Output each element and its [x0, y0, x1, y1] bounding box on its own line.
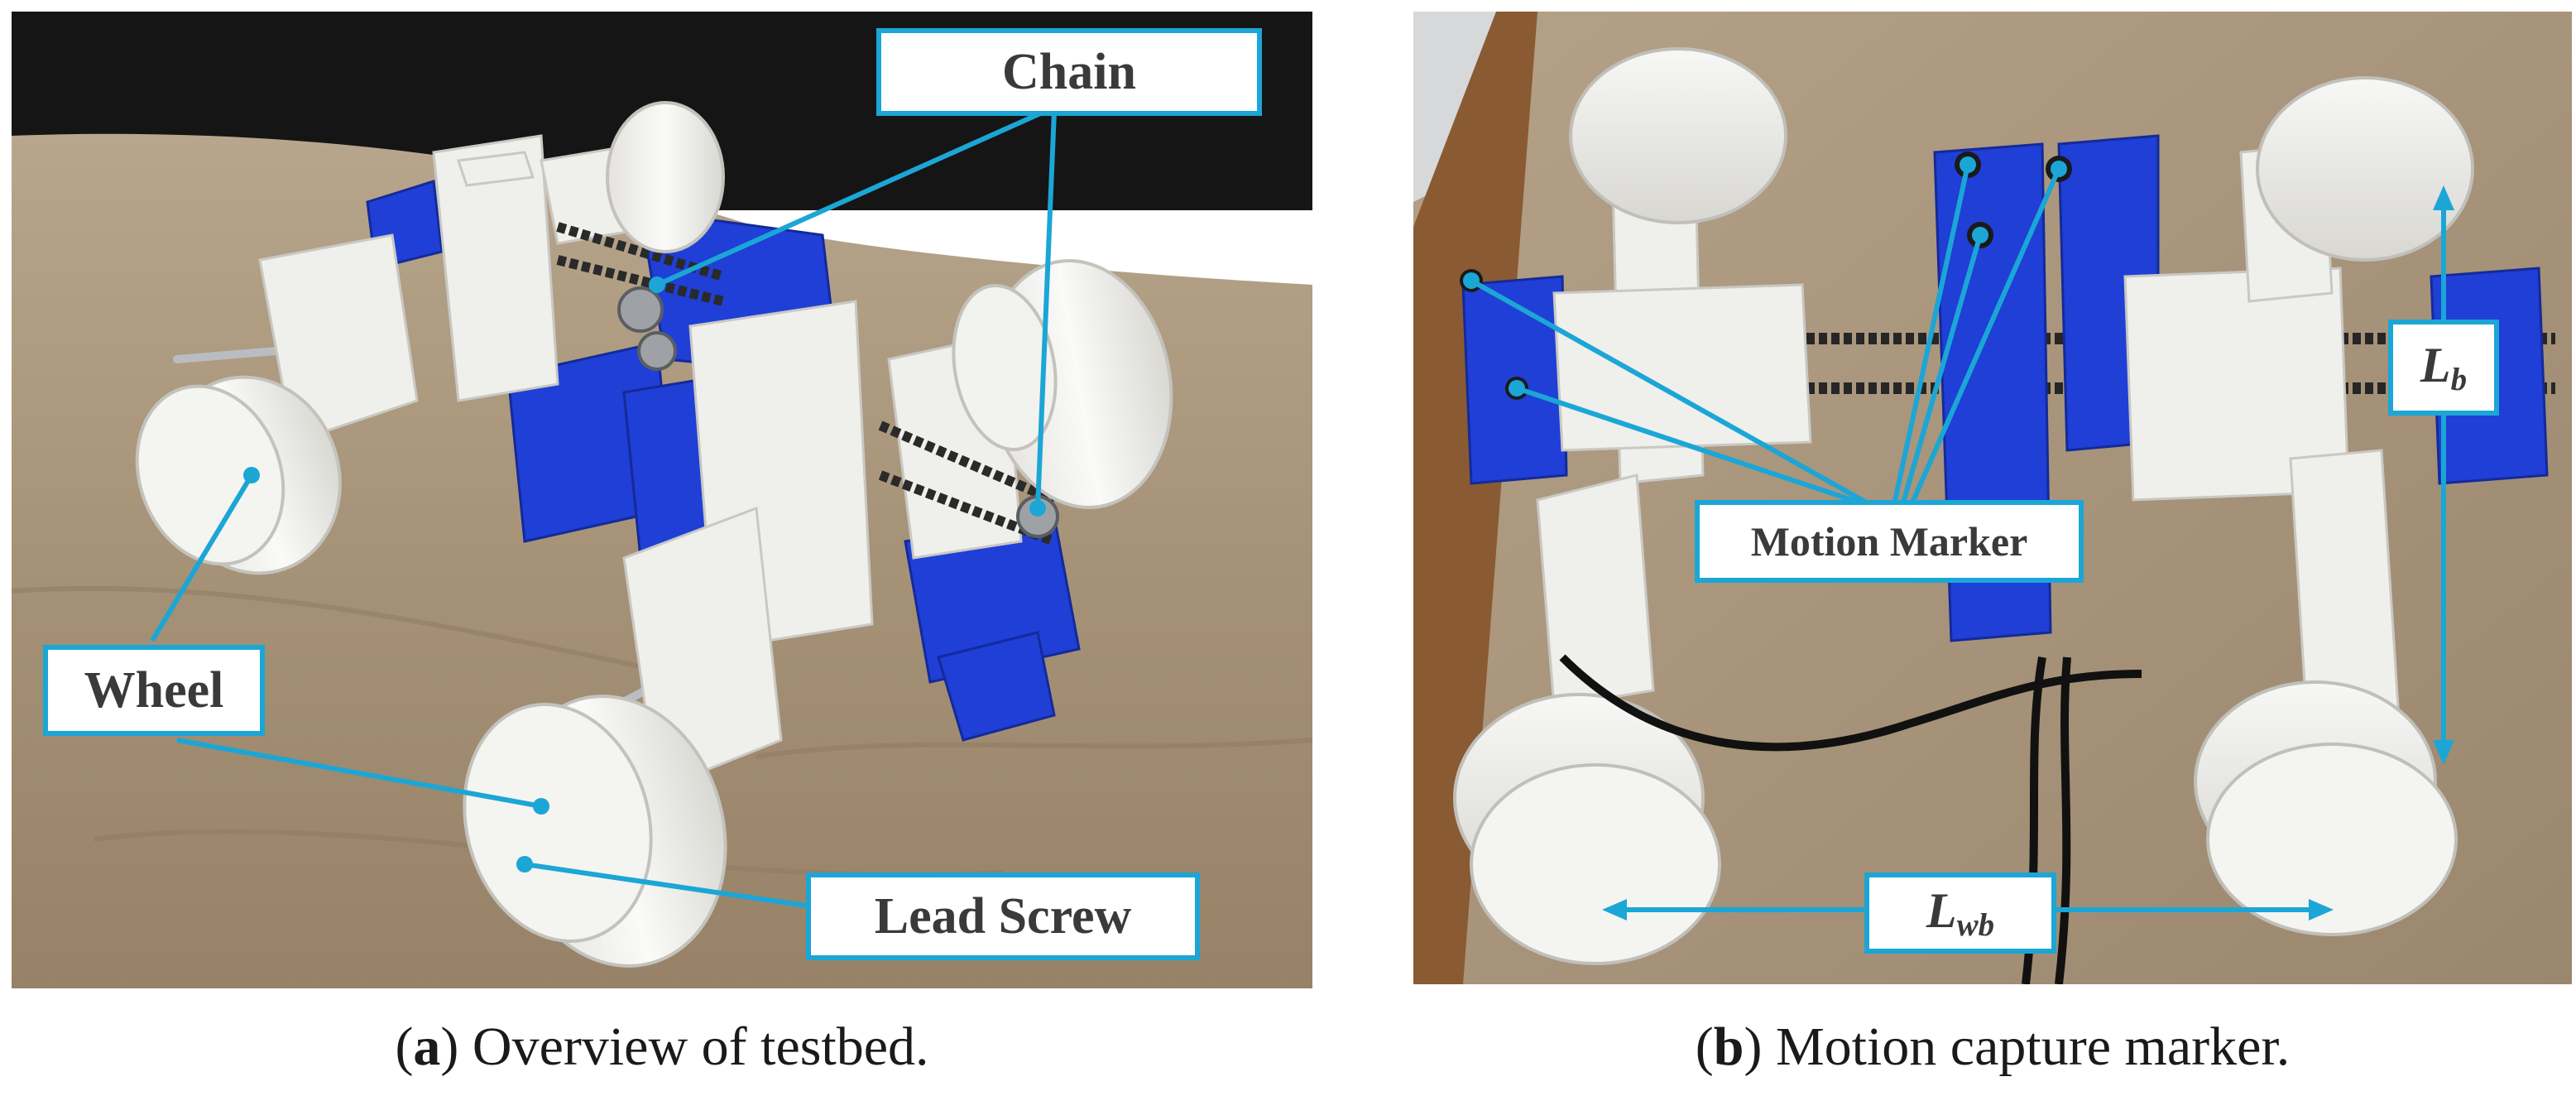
caption-b-text: Motion capture marker. [1775, 1017, 2291, 1077]
label-lead-screw: Lead Screw [806, 872, 1200, 960]
lb-symbol: Lb [2420, 338, 2468, 397]
photo-panel-a: Chain Wheel Lead Screw [12, 12, 1312, 988]
testbed-photo [12, 12, 1312, 988]
label-motion-marker: Motion Marker [1695, 500, 2084, 583]
marker-leader-lines [1470, 164, 2061, 511]
caption-b: (b) Motion capture marker. [1695, 1017, 2291, 1077]
label-motion-marker-text: Motion Marker [1750, 518, 2028, 565]
label-chain-text: Chain [1002, 43, 1136, 100]
label-lwb: Lwb [1864, 872, 2056, 954]
lwb-symbol: Lwb [1926, 883, 1995, 943]
photo-panel-b: Motion Marker Lb Lwb [1413, 12, 2572, 984]
label-lb: Lb [2388, 320, 2499, 416]
wheels-b [1453, 47, 2474, 965]
caption-b-letter: b [1713, 1017, 1744, 1077]
caption-a-text: Overview of testbed. [472, 1017, 929, 1077]
marker-endpoints [1463, 156, 2067, 397]
white-blocks [1536, 142, 2400, 725]
wooden-border [1413, 12, 1537, 984]
caption-a: (a) Overview of testbed. [395, 1017, 929, 1077]
dimension-arrow-lb [2433, 185, 2454, 765]
annotation-endpoints [243, 276, 1046, 872]
label-wheel-text: Wheel [84, 661, 224, 719]
label-lead-screw-text: Lead Screw [874, 887, 1132, 945]
label-wheel: Wheel [43, 645, 265, 736]
motion-capture-photo [1413, 12, 2572, 984]
caption-a-letter: a [413, 1017, 441, 1077]
label-chain: Chain [876, 28, 1262, 116]
annotation-leader-lines [150, 108, 1057, 908]
